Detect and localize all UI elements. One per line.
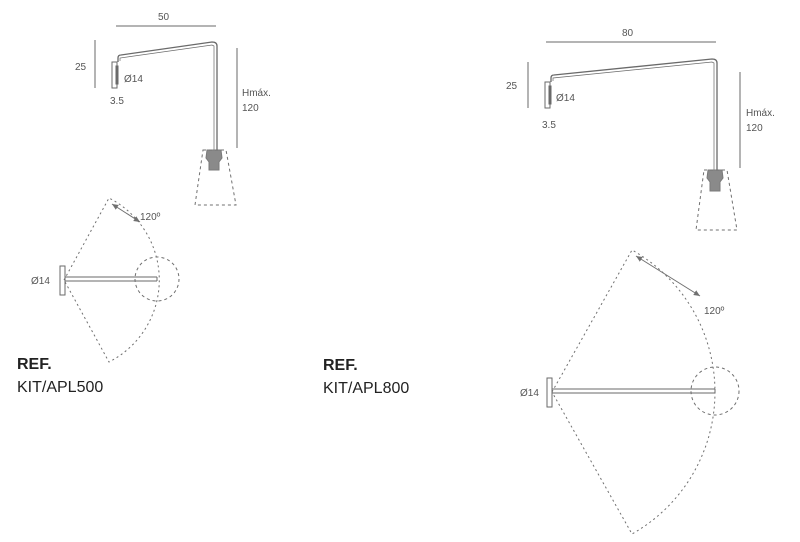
kit800-arm xyxy=(550,58,718,170)
kit500-lamp-circle xyxy=(134,256,180,302)
kit500-hmax-value: 120 xyxy=(242,103,259,114)
kit800-side-view xyxy=(527,41,741,231)
kit800-width-label: 80 xyxy=(622,28,634,39)
kit800-depth-label: 3.5 xyxy=(542,120,556,131)
kit500-height-label: 25 xyxy=(75,62,87,73)
kit500-depth-label: 3.5 xyxy=(110,96,124,107)
kit500-lampshade xyxy=(194,149,237,206)
kit800-ref-code: KIT/APL800 xyxy=(323,380,410,397)
kit500-angle-label: 120º xyxy=(140,212,161,223)
kit800-plate-inner xyxy=(548,85,552,105)
kit800-socket xyxy=(706,169,724,192)
kit500-arm-inner xyxy=(119,44,215,150)
kit800-top-diameter-label: Ø14 xyxy=(520,388,539,399)
kit500-socket xyxy=(205,149,223,171)
kit500-top-view xyxy=(59,197,180,363)
kit800-angle-label: 120º xyxy=(704,306,725,317)
kit800-diameter-label: Ø14 xyxy=(556,93,575,104)
kit500-ref-code: KIT/APL500 xyxy=(17,379,104,396)
kit500-width-label: 50 xyxy=(158,12,170,23)
kit500-top-diameter-label: Ø14 xyxy=(31,276,50,287)
kit800-lampshade xyxy=(695,169,738,231)
kit500-ref-label: REF. xyxy=(17,356,52,373)
kit500-diameter-label: Ø14 xyxy=(124,74,143,85)
kit500-plate-inner xyxy=(115,65,119,85)
kit800-wall-plate-top xyxy=(546,377,553,408)
kit800-hmax-label: Hmáx. xyxy=(746,108,775,119)
kit500-arm xyxy=(117,41,218,150)
kit800-arm-inner xyxy=(552,61,715,170)
kit500-side-view xyxy=(94,25,238,206)
kit500-wall-plate-top xyxy=(59,265,66,296)
kit800-angle-arrow xyxy=(635,255,701,297)
kit500-hmax-label: Hmáx. xyxy=(242,88,271,99)
kit800-ref-label: REF. xyxy=(323,357,358,374)
kit800-hmax-value: 120 xyxy=(746,123,763,134)
kit800-height-label: 25 xyxy=(506,81,518,92)
kit800-wall-plate xyxy=(544,81,551,109)
kit800-top-view xyxy=(546,249,740,535)
kit500-angle-arrow xyxy=(111,203,141,223)
kit500-wall-plate xyxy=(111,61,118,89)
kit800-lamp-circle xyxy=(690,366,740,416)
